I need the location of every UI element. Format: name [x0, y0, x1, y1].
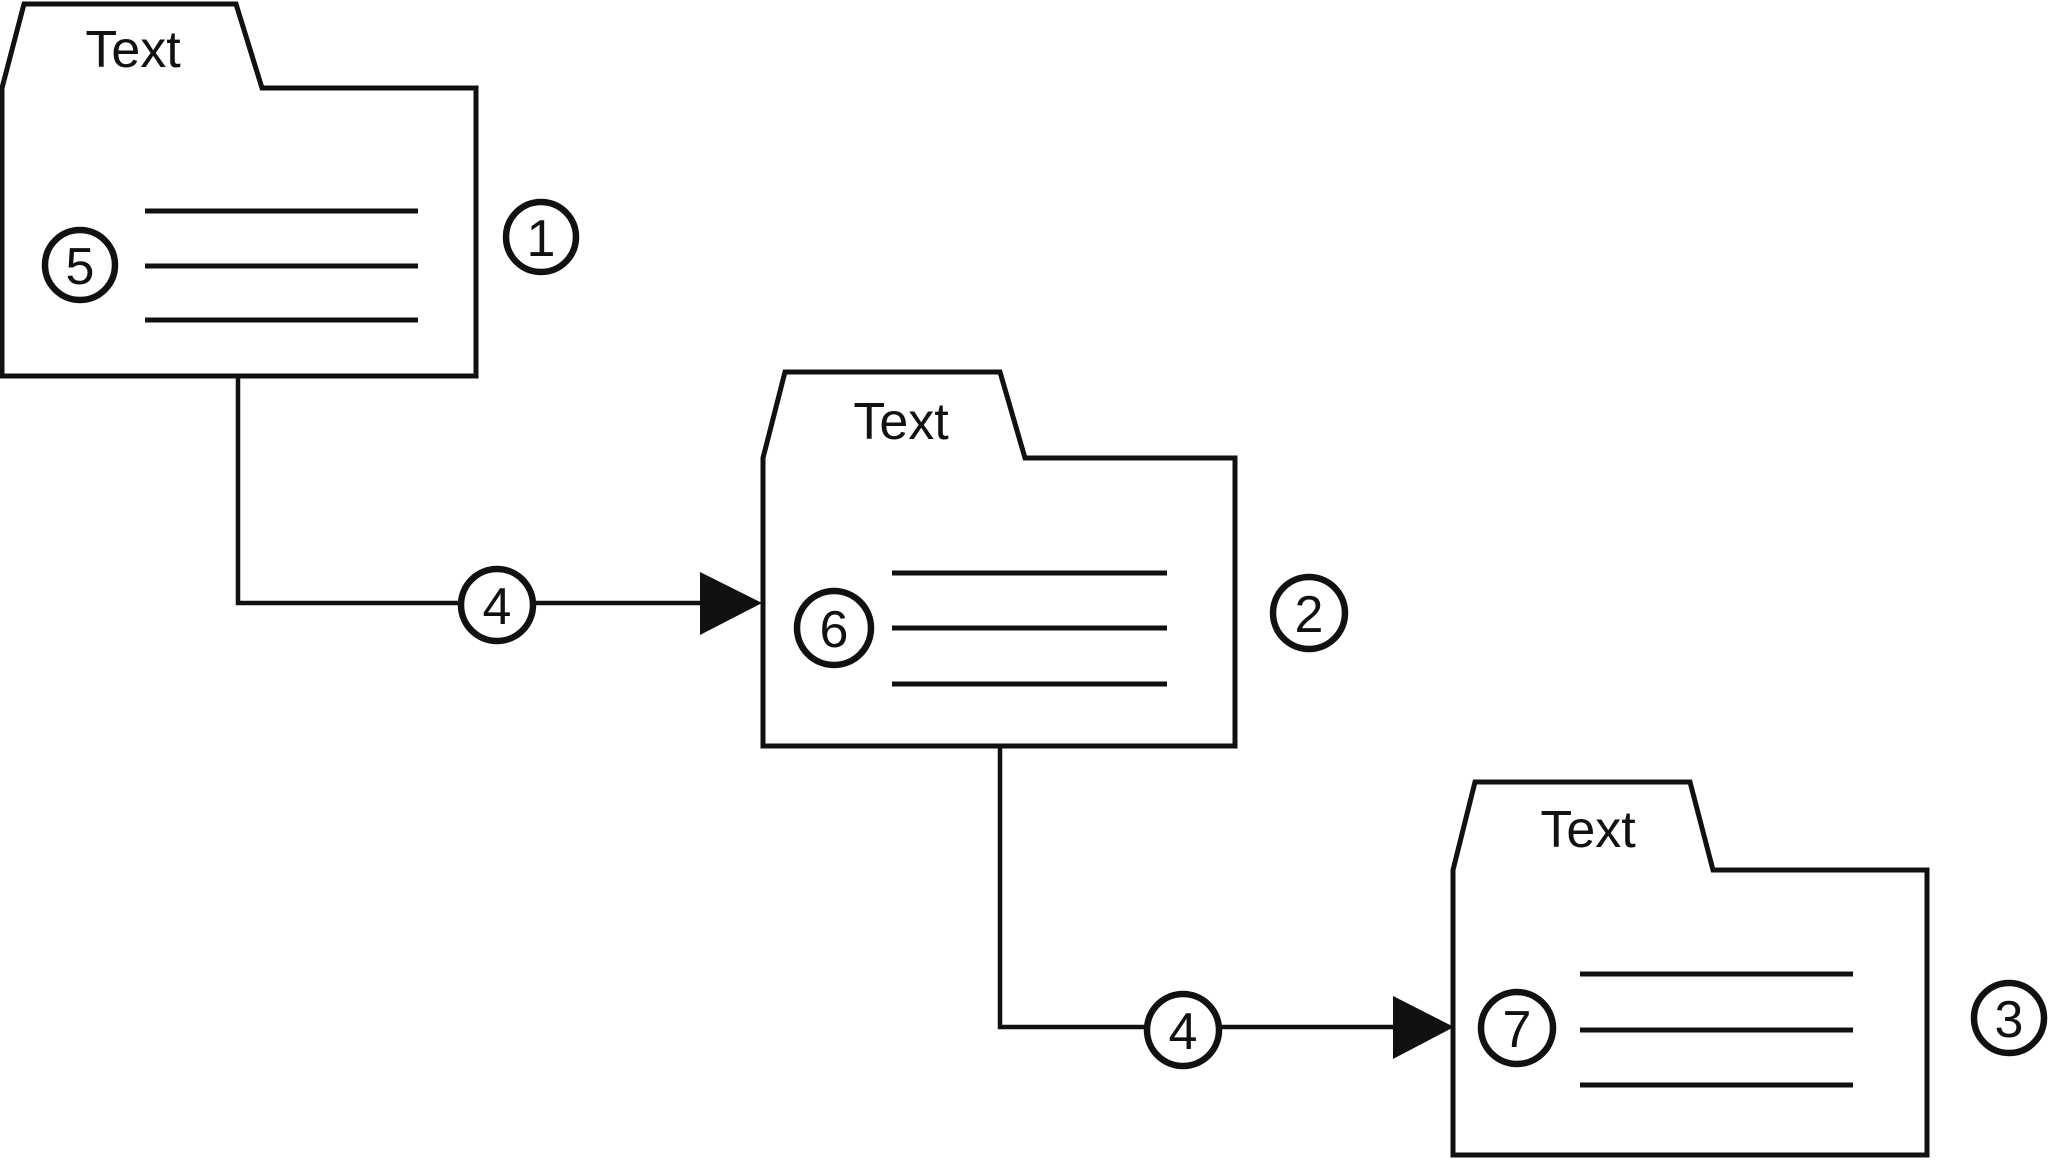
arrow-label: 4 [1169, 1003, 1198, 1061]
content-marker-label: 6 [820, 601, 849, 659]
arrow-label-circle [457, 565, 537, 645]
arrowhead-icon [700, 572, 762, 635]
folder-icon [1450, 779, 1930, 1158]
content-marker-circle [41, 226, 119, 304]
folder-node-1: Text 5 1 [0, 1, 580, 379]
content-marker-circle [1477, 988, 1557, 1068]
badge-circle [1269, 573, 1349, 653]
badge-circle [502, 198, 580, 276]
arrow-label-circle [1143, 990, 1223, 1070]
badge-label: 3 [1995, 991, 2024, 1049]
folder-node-3: Text 7 3 [1450, 779, 2048, 1158]
badge-label: 1 [527, 210, 556, 268]
arrow-label: 4 [483, 578, 512, 636]
arrow-connector-2: 4 [997, 746, 1454, 1070]
arrow-elbow-line [235, 376, 702, 606]
folder-tab-label: Text [1540, 801, 1636, 859]
content-marker-label: 7 [1503, 1001, 1532, 1059]
content-marker-circle [793, 587, 875, 669]
folder-tab-label: Text [853, 393, 949, 451]
folder-tab-label: Text [85, 21, 181, 79]
badge-label: 2 [1295, 586, 1324, 644]
folder-node-2: Text 6 2 [760, 369, 1349, 749]
folder-icon [0, 1, 479, 379]
arrow-connector-1: 4 [235, 376, 762, 645]
arrow-elbow-line [997, 746, 1395, 1030]
folder-icon [760, 369, 1238, 749]
content-marker-label: 5 [66, 238, 95, 296]
arrowhead-icon [1393, 996, 1454, 1059]
badge-circle [1970, 979, 2048, 1057]
